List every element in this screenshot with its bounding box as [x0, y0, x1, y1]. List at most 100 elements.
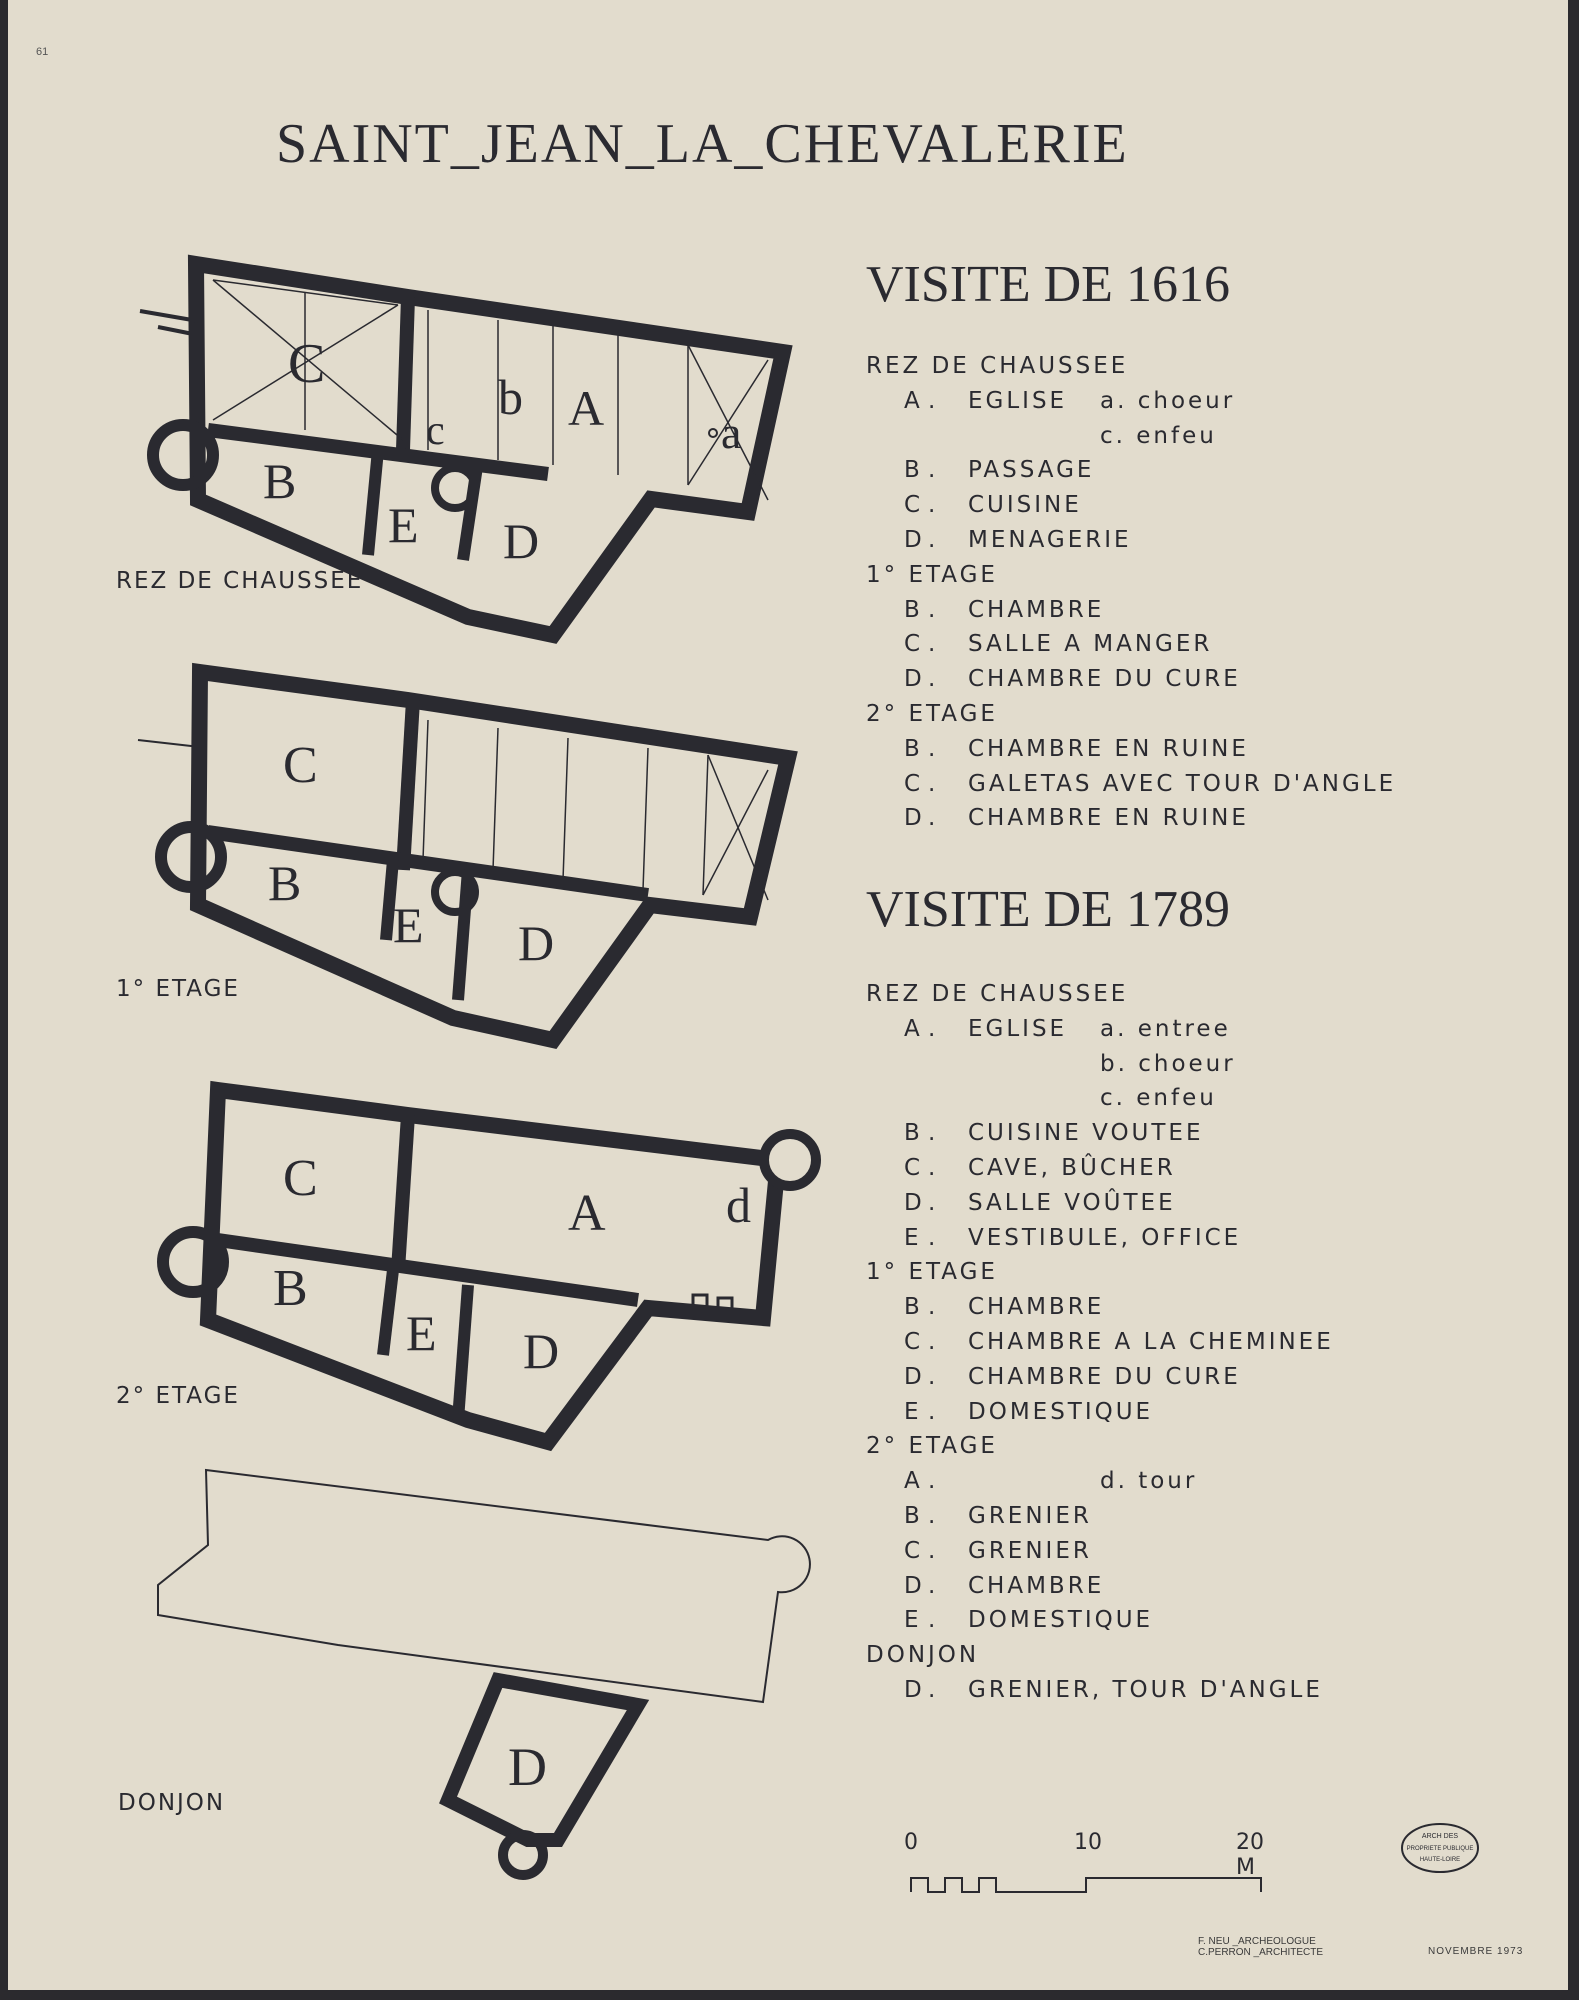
room-c-rez: C	[288, 333, 325, 395]
legend-item-text: MENAGERIE	[968, 526, 1132, 553]
plan-donjon	[157, 1468, 811, 1880]
legend-item-text: CHAMBRE A LA CHEMINEE	[968, 1328, 1334, 1355]
legend-item-letter: D	[904, 805, 925, 832]
legend-item-separator: .	[928, 1189, 939, 1216]
document-date: NOVEMBRE 1973	[1428, 1946, 1524, 1957]
room-a-small-rez: a	[721, 407, 741, 458]
legend-subitem: c. enfeu	[866, 419, 1396, 454]
legend-item-separator: .	[928, 1328, 939, 1355]
legend-item-letter: C	[904, 1328, 924, 1355]
room-b-etage1: B	[268, 855, 301, 911]
floor-plans: C b A a c B E D C B E D	[137, 254, 821, 1880]
svg-text:ARCH DES: ARCH DES	[1422, 1833, 1459, 1840]
scale-ticks	[910, 1877, 1262, 1893]
svg-text:PROPRIETE PUBLIQUE: PROPRIETE PUBLIQUE	[1407, 1846, 1474, 1852]
legend-item-separator: .	[928, 666, 939, 693]
legend-subitem: b. choeur	[866, 1047, 1334, 1082]
document-sheet: 61 SAINT_JEAN_LA_CHEVALERIE VISITE DE 16…	[8, 0, 1568, 1990]
plan-1er-etage	[137, 662, 798, 1049]
legend-item: C.SALLE A MANGER	[866, 627, 1396, 662]
legend-item: B.GRENIER	[866, 1499, 1334, 1534]
room-a-rez: A	[568, 380, 604, 436]
legend-item-text: DOMESTIQUE	[968, 1607, 1154, 1634]
legend-item-letter: B	[904, 1502, 923, 1529]
legend-item-text: CHAMBRE	[968, 1294, 1105, 1321]
legend-item: C.GRENIER	[866, 1534, 1334, 1569]
legend-item: D.CHAMBRE	[866, 1569, 1334, 1604]
legend-item-text: CHAMBRE	[968, 1572, 1105, 1599]
legend-item-letter: D	[904, 1189, 925, 1216]
legend-item-separator: .	[928, 1154, 939, 1181]
credit-archeologue: F. NEU _ARCHEOLOGUE	[1198, 1936, 1316, 1947]
legend-item-letter: E	[904, 1607, 922, 1634]
page-title: SAINT_JEAN_LA_CHEVALERIE	[276, 113, 1129, 175]
room-d-etage1: D	[518, 915, 554, 971]
legend-item-letter: E	[904, 1398, 922, 1425]
room-b-rez: B	[263, 453, 296, 509]
legend-item: B.CUISINE VOUTEE	[866, 1116, 1334, 1151]
legend-item: C.GALETAS AVEC TOUR D'ANGLE	[866, 767, 1396, 802]
legend-item-letter: A	[904, 1468, 923, 1495]
legend-item-text: CHAMBRE EN RUINE	[968, 805, 1249, 832]
scale-bar: 0 10 20 M	[896, 1830, 1276, 1910]
scale-label-zero: 0	[904, 1830, 918, 1855]
legend-item-separator: .	[928, 1676, 939, 1703]
legend-subitem-text: b. choeur	[1100, 1050, 1236, 1077]
legend-section: REZ DE CHAUSSEE	[866, 981, 1129, 1007]
room-e-rez: E	[388, 497, 419, 553]
legend-item-text: CHAMBRE EN RUINE	[968, 735, 1249, 762]
legend-item-separator: .	[928, 1363, 939, 1390]
room-c-etage1: C	[283, 737, 318, 794]
legend-section: 1° ETAGE	[866, 1259, 998, 1286]
legend-item: B.CHAMBRE	[866, 593, 1396, 628]
legend-item-text: CHAMBRE	[968, 596, 1105, 623]
legend-item: A. EGLISE a. entree	[866, 1012, 1334, 1047]
visit-1789-heading: VISITE DE 1789	[866, 881, 1230, 938]
room-d-etage2: D	[523, 1323, 559, 1379]
room-d-donjon: D	[508, 1737, 547, 1797]
legend-subitem: c. enfeu	[866, 1081, 1334, 1116]
legend-item-letter: C	[904, 492, 924, 519]
legend-item: C. CHAMBRE A LA CHEMINEE	[866, 1325, 1334, 1360]
room-a-etage2: A	[568, 1185, 606, 1242]
legend-item: C.CUISINE	[866, 488, 1396, 523]
room-d-rez: D	[503, 513, 539, 569]
legend-item-letter: A	[904, 1015, 923, 1042]
legend-item: E.DOMESTIQUE	[866, 1603, 1334, 1638]
legend-item-letter: C	[904, 1154, 924, 1181]
legend-item-text: VESTIBULE, OFFICE	[968, 1224, 1242, 1251]
legend-item-text: EGLISE	[968, 1015, 1068, 1042]
legend-item-separator: .	[928, 1015, 939, 1042]
floor-label-etage2: 2° ETAGE	[116, 1383, 240, 1409]
legend-item-separator: .	[928, 1224, 939, 1251]
credit-architecte: C.PERRON _ARCHITECTE	[1198, 1947, 1324, 1958]
legend-item-text: GRENIER	[968, 1537, 1092, 1564]
legend-item-sub: a. choeur	[1100, 387, 1236, 414]
legend-item-text: CHAMBRE DU CURE	[968, 666, 1241, 693]
legend-item-separator: .	[928, 1120, 939, 1147]
legend-item-letter: D	[904, 666, 925, 693]
legend-item-separator: .	[928, 492, 939, 519]
credits: F. NEU _ARCHEOLOGUE C.PERRON _ARCHITECTE	[1198, 1936, 1323, 1958]
legend-item-separator: .	[928, 735, 939, 762]
legend-item-letter: E	[904, 1224, 922, 1251]
scale-label-twenty: 20 M	[1236, 1830, 1264, 1880]
floor-label-rez: REZ DE CHAUSSEE	[116, 568, 364, 594]
legend-1789: REZ DE CHAUSSEE A. EGLISE a. entree b. choeu…	[866, 977, 1334, 1708]
legend-section: DONJON	[866, 1642, 980, 1669]
legend-item: D.CHAMBRE DU CURE	[866, 1360, 1334, 1395]
legend-item: E.DOMESTIQUE	[866, 1395, 1334, 1430]
legend-item-text: PASSAGE	[968, 457, 1095, 484]
legend-item-separator: .	[928, 1294, 939, 1321]
legend-section: 2° ETAGE	[866, 700, 998, 727]
legend-item-text: CUISINE VOUTEE	[968, 1120, 1204, 1147]
legend-item-text: CHAMBRE DU CURE	[968, 1363, 1241, 1390]
legend-item-sub: a. entree	[1100, 1015, 1231, 1042]
legend-item-separator: .	[928, 770, 939, 797]
legend-item-letter: B	[904, 457, 923, 484]
legend-item-separator: .	[928, 596, 939, 623]
legend-item: D. CHAMBRE DU CURE	[866, 662, 1396, 697]
scale-label-ten: 10	[1074, 1830, 1102, 1855]
legend-item-text: GRENIER	[968, 1502, 1092, 1529]
